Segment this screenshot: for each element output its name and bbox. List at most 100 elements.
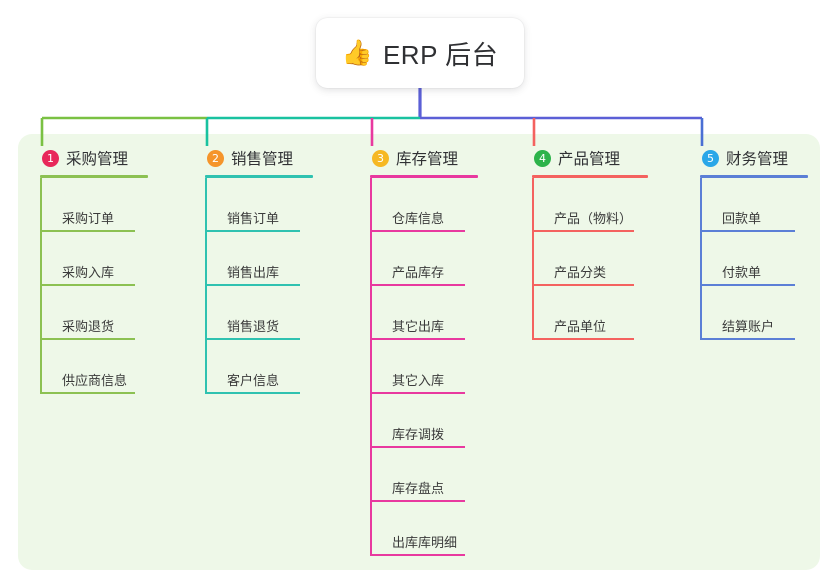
leaf-label: 其它入库: [392, 373, 445, 388]
branch-title: 库存管理: [396, 151, 459, 168]
leaf-underline: [205, 392, 300, 394]
leaf-underline: [205, 230, 300, 232]
leaf-item[interactable]: 产品（物料）: [532, 178, 648, 232]
leaf-underline: [370, 392, 465, 394]
leaf-underline: [370, 554, 465, 556]
leaf-item[interactable]: 销售订单: [205, 178, 313, 232]
branch-number-badge: 5: [702, 149, 719, 167]
leaf-item[interactable]: 采购退货: [40, 286, 148, 340]
branch-spine: [205, 178, 207, 394]
leaf-item[interactable]: 销售出库: [205, 232, 313, 286]
branch-column: 3 库存管理仓库信息产品库存其它出库其它入库库存调拨库存盘点出库库明细: [370, 146, 478, 556]
leaf-item[interactable]: 销售退货: [205, 286, 313, 340]
leaf-item[interactable]: 产品库存: [370, 232, 478, 286]
leaf-list: 产品（物料） 产品分类产品单位: [532, 178, 648, 340]
leaf-underline: [370, 230, 465, 232]
leaf-list: 回款单付款单结算账户: [700, 178, 808, 340]
leaf-item[interactable]: 供应商信息: [40, 340, 148, 394]
leaf-item[interactable]: 回款单: [700, 178, 808, 232]
leaf-item[interactable]: 付款单: [700, 232, 808, 286]
leaf-label: 结算账户: [722, 319, 775, 334]
leaf-underline: [40, 338, 135, 340]
leaf-underline: [532, 338, 634, 340]
branch-number-badge: 3: [372, 149, 389, 167]
leaf-item[interactable]: 仓库信息: [370, 178, 478, 232]
leaf-item[interactable]: 出库库明细: [370, 502, 478, 556]
leaf-underline: [40, 284, 135, 286]
leaf-label: 其它出库: [392, 319, 445, 334]
leaf-item[interactable]: 产品分类: [532, 232, 648, 286]
leaf-label: 采购退货: [62, 319, 115, 334]
leaf-list: 销售订单销售出库销售退货客户信息: [205, 178, 313, 394]
branch-title: 产品管理: [558, 151, 621, 168]
leaf-item[interactable]: 产品单位: [532, 286, 648, 340]
leaf-label: 库存盘点: [392, 481, 445, 496]
branch-spine: [700, 178, 702, 340]
thumbs-up-icon: 👍: [341, 38, 373, 67]
branch-underline: [40, 175, 148, 178]
leaf-label: 供应商信息: [62, 373, 128, 388]
leaf-item[interactable]: 采购入库: [40, 232, 148, 286]
leaf-item[interactable]: 库存调拨: [370, 394, 478, 448]
branch-column: 1 采购管理采购订单采购入库采购退货供应商信息: [40, 146, 148, 394]
branch-title: 采购管理: [66, 151, 129, 168]
leaf-label: 回款单: [722, 211, 762, 226]
leaf-item[interactable]: 库存盘点: [370, 448, 478, 502]
leaf-underline: [205, 338, 300, 340]
leaf-item[interactable]: 其它出库: [370, 286, 478, 340]
branch-header[interactable]: 2 销售管理: [205, 146, 313, 170]
branch-number-badge: 1: [42, 149, 59, 167]
branch-header[interactable]: 3 库存管理: [370, 146, 478, 170]
leaf-underline: [370, 284, 465, 286]
leaf-list: 仓库信息产品库存其它出库其它入库库存调拨库存盘点出库库明细: [370, 178, 478, 556]
leaf-underline: [700, 338, 795, 340]
diagram-panel: [18, 134, 820, 570]
leaf-underline: [370, 338, 465, 340]
leaf-item[interactable]: 其它入库: [370, 340, 478, 394]
leaf-label: 销售订单: [227, 211, 280, 226]
leaf-item[interactable]: 结算账户: [700, 286, 808, 340]
leaf-label: 采购订单: [62, 211, 115, 226]
branch-column: 5 财务管理回款单付款单结算账户: [700, 146, 808, 340]
branch-spine: [532, 178, 534, 340]
leaf-label: 销售退货: [227, 319, 280, 334]
leaf-list: 采购订单采购入库采购退货供应商信息: [40, 178, 148, 394]
leaf-item[interactable]: 客户信息: [205, 340, 313, 394]
branch-number-badge: 2: [207, 149, 224, 167]
branch-underline: [700, 175, 808, 178]
leaf-label: 客户信息: [227, 373, 280, 388]
leaf-label: 销售出库: [227, 265, 280, 280]
branch-header[interactable]: 4 产品管理: [532, 146, 648, 170]
leaf-label: 付款单: [722, 265, 762, 280]
leaf-label: 产品库存: [392, 265, 445, 280]
branch-column: 4 产品管理产品（物料） 产品分类产品单位: [532, 146, 648, 340]
branch-underline: [532, 175, 648, 178]
branch-number-badge: 4: [534, 149, 551, 167]
leaf-item[interactable]: 采购订单: [40, 178, 148, 232]
leaf-underline: [40, 392, 135, 394]
branch-spine: [370, 178, 372, 556]
leaf-underline: [205, 284, 300, 286]
leaf-label: 产品（物料）: [554, 211, 633, 226]
branch-underline: [370, 175, 478, 178]
leaf-label: 库存调拨: [392, 427, 445, 442]
branch-column: 2 销售管理销售订单销售出库销售退货客户信息: [205, 146, 313, 394]
leaf-label: 仓库信息: [392, 211, 445, 226]
leaf-underline: [40, 230, 135, 232]
leaf-underline: [700, 230, 795, 232]
branch-title: 财务管理: [726, 151, 789, 168]
leaf-underline: [370, 446, 465, 448]
leaf-label: 产品分类: [554, 265, 607, 280]
leaf-underline: [700, 284, 795, 286]
root-node-title: ERP 后台: [382, 39, 499, 70]
leaf-underline: [532, 284, 634, 286]
branch-spine: [40, 178, 42, 394]
branch-underline: [205, 175, 313, 178]
branch-title: 销售管理: [231, 151, 294, 168]
leaf-label: 采购入库: [62, 265, 115, 280]
root-node[interactable]: 👍 ERP 后台: [316, 18, 524, 88]
leaf-underline: [370, 500, 465, 502]
branch-header[interactable]: 1 采购管理: [40, 146, 148, 170]
branch-header[interactable]: 5 财务管理: [700, 146, 808, 170]
